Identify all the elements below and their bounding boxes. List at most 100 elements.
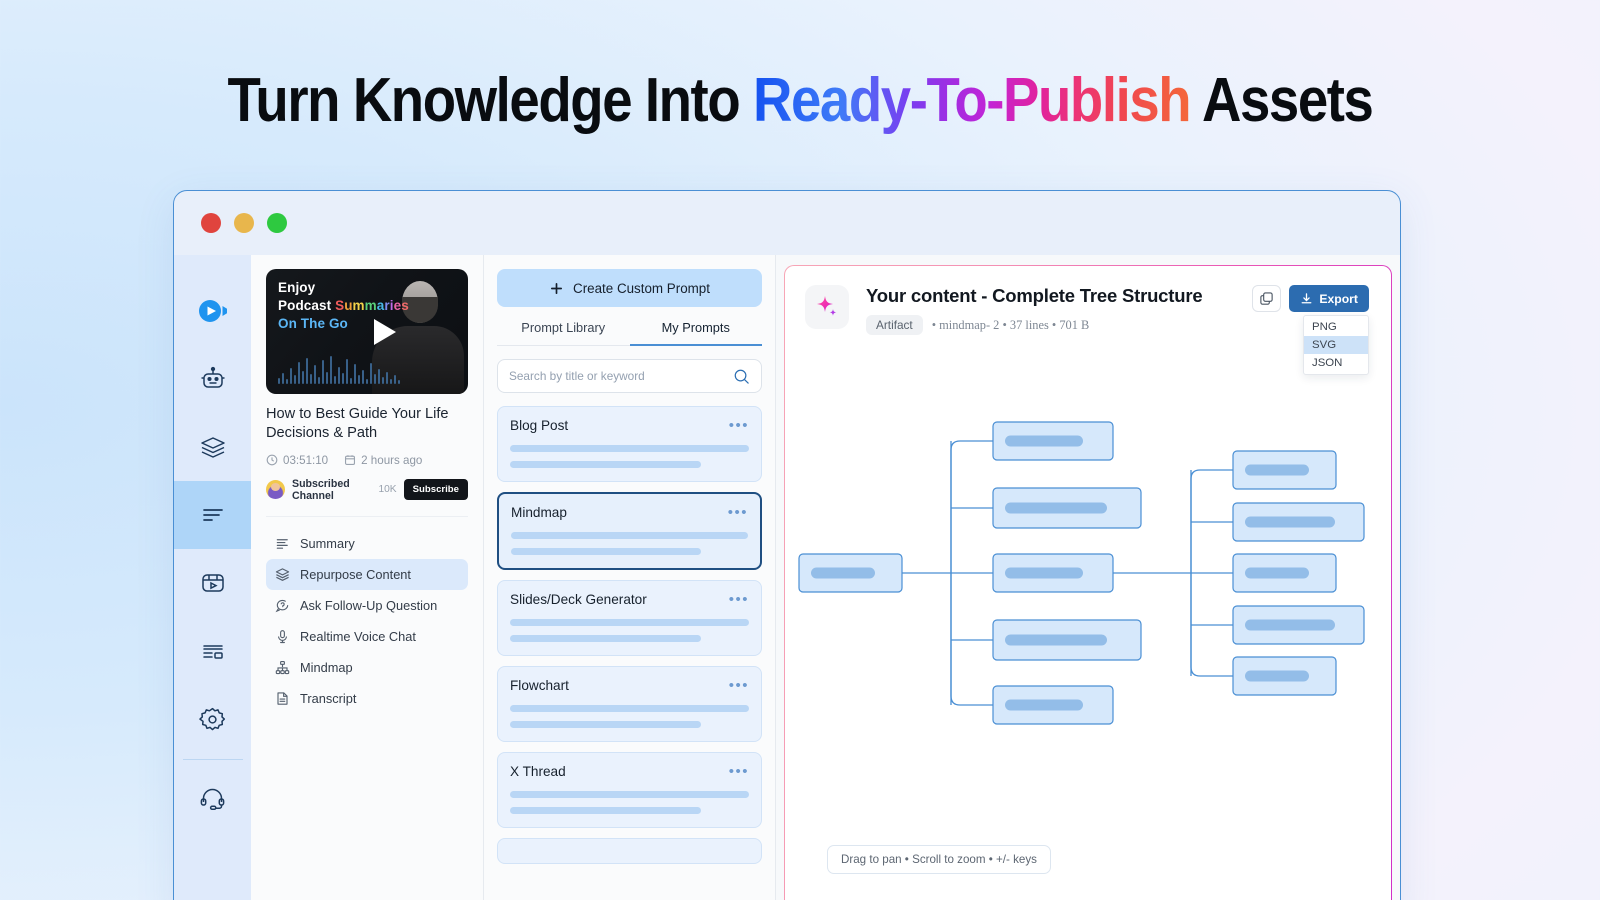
menu-item-ask-follow-up-question[interactable]: Ask Follow-Up Question: [266, 590, 468, 621]
headset-icon: [200, 788, 225, 810]
mindmap-level1-node-5[interactable]: [992, 685, 1114, 725]
video-meta: 03:51:10 2 hours ago: [266, 454, 468, 467]
search-input[interactable]: [509, 369, 733, 383]
menu-item-repurpose-content[interactable]: Repurpose Content: [266, 558, 468, 590]
thumbnail-line-3: On The Go: [278, 316, 348, 332]
export-button[interactable]: Export: [1289, 285, 1369, 312]
create-custom-prompt-button[interactable]: Create Custom Prompt: [497, 269, 762, 307]
rail-item-ai-agent[interactable]: [174, 345, 251, 413]
document-icon: [277, 691, 288, 705]
prompt-card-x-thread[interactable]: X Thread •••: [497, 752, 762, 828]
rail-item-video[interactable]: [174, 277, 251, 345]
mindmap-level1-node-4[interactable]: [992, 619, 1142, 661]
mindmap-graphic[interactable]: [785, 324, 1389, 884]
video-frame-icon: [201, 574, 224, 592]
prompt-card-menu-button[interactable]: •••: [728, 677, 749, 694]
mindmap-level2-node-3[interactable]: [1232, 553, 1337, 593]
search-icon[interactable]: [733, 368, 750, 385]
prompt-card-mindmap[interactable]: Mindmap •••: [497, 492, 762, 570]
rail-item-clips[interactable]: [174, 549, 251, 617]
channel-row: Subscribed Channel 10K Subscribe: [266, 478, 468, 502]
node-skeleton-pill: [1245, 670, 1309, 682]
mindmap-connector: [950, 440, 993, 573]
chat-question-icon: [275, 599, 289, 612]
mindmap-level2-node-5[interactable]: [1232, 656, 1337, 696]
menu-item-label: Mindmap: [300, 659, 353, 675]
prompt-card-menu-button[interactable]: •••: [728, 591, 749, 608]
export-button-label: Export: [1319, 291, 1358, 306]
tab-my-prompts[interactable]: My Prompts: [629, 320, 762, 346]
status-badge: Artifact: [866, 315, 923, 335]
skeleton-line: [510, 705, 749, 712]
tab-prompt-library[interactable]: Prompt Library: [497, 320, 630, 346]
prompt-card-blog-post[interactable]: Blog Post •••: [497, 406, 762, 482]
prompt-card-title: Flowchart: [510, 678, 569, 693]
node-skeleton-pill: [1005, 435, 1083, 447]
export-control: Export PNG SVG JSON: [1289, 285, 1369, 375]
video-thumbnail[interactable]: Enjoy Podcast Summaries On The Go: [266, 269, 468, 394]
mindmap-root-node[interactable]: [798, 553, 903, 593]
node-skeleton-pill: [1245, 516, 1335, 528]
play-icon[interactable]: [374, 319, 396, 345]
video-duration: 03:51:10: [266, 454, 328, 467]
skeleton-line: [510, 721, 702, 728]
rail-item-repurpose[interactable]: [174, 413, 251, 481]
skeleton-line: [510, 445, 749, 452]
prompt-card-flowchart[interactable]: Flowchart •••: [497, 666, 762, 742]
window-minimize-button[interactable]: [234, 213, 254, 233]
sparkle-icon: [817, 296, 837, 316]
export-option-svg[interactable]: SVG: [1304, 336, 1368, 354]
rail-item-support[interactable]: [174, 764, 251, 832]
prompt-card-slides-deck-generator[interactable]: Slides/Deck Generator •••: [497, 580, 762, 656]
window-close-button[interactable]: [201, 213, 221, 233]
menu-item-transcript[interactable]: Transcript: [266, 683, 468, 714]
skeleton-line: [511, 548, 701, 555]
prompt-card-menu-button[interactable]: •••: [727, 504, 748, 521]
window-zoom-button[interactable]: [267, 213, 287, 233]
skeleton-line: [511, 532, 748, 539]
rail-item-settings[interactable]: [174, 685, 251, 753]
export-option-json[interactable]: JSON: [1312, 357, 1343, 369]
channel-subscriber-count: 10K: [378, 484, 397, 495]
mindmap-canvas[interactable]: [785, 324, 1391, 900]
prompt-card-partial[interactable]: [497, 838, 762, 864]
node-skeleton-pill: [1245, 464, 1309, 476]
copy-button[interactable]: [1252, 285, 1282, 312]
prompts-panel: Create Custom Prompt Prompt Library My P…: [484, 255, 776, 900]
text-lines-icon: [276, 538, 288, 549]
menu-item-realtime-voice-chat[interactable]: Realtime Voice Chat: [266, 621, 468, 652]
mindmap-level2-node-1[interactable]: [1232, 450, 1337, 490]
video-title: How to Best Guide Your Life Decisions & …: [266, 406, 449, 442]
rail-divider: [182, 759, 243, 760]
mindmap-level2-node-2[interactable]: [1232, 502, 1365, 542]
menu-item-mindmap[interactable]: Mindmap: [266, 652, 468, 683]
rail-item-summary[interactable]: [174, 481, 251, 549]
mindmap-level1-node-1[interactable]: [992, 421, 1114, 461]
artifact-title: Your content - Complete Tree Structure: [866, 285, 1203, 306]
mindmap-level2-node-4[interactable]: [1232, 605, 1365, 645]
gear-icon: [199, 707, 226, 730]
layers-icon: [275, 567, 290, 581]
prompt-card-menu-button[interactable]: •••: [728, 763, 749, 780]
mindmap-level1-node-3[interactable]: [992, 553, 1114, 593]
search-box[interactable]: [497, 359, 762, 393]
subscribe-button[interactable]: Subscribe: [403, 479, 468, 500]
prompt-card-header: Mindmap •••: [511, 505, 748, 520]
prompt-card-list: Blog Post ••• Mindmap ••• Sl: [497, 406, 762, 864]
node-skeleton-pill: [1005, 634, 1107, 646]
copy-icon: [1260, 292, 1274, 305]
node-skeleton-pill: [1005, 699, 1083, 711]
export-dropdown-menu: PNG SVG JSON: [1303, 315, 1369, 375]
node-skeleton-pill: [811, 567, 875, 579]
rail-item-library[interactable]: [174, 617, 251, 685]
mindmap-level1-node-2[interactable]: [992, 487, 1142, 529]
prompt-card-title: Mindmap: [511, 505, 567, 520]
export-option-png[interactable]: PNG: [1312, 321, 1337, 333]
prompt-card-menu-button[interactable]: •••: [728, 417, 749, 434]
menu-item-summary[interactable]: Summary: [266, 528, 468, 559]
download-icon: [1301, 293, 1312, 304]
list-box-icon: [202, 645, 223, 659]
menu-item-label: Transcript: [300, 690, 357, 706]
prompt-card-header: Slides/Deck Generator •••: [510, 592, 749, 607]
artifact-header: Your content - Complete Tree Structure A…: [785, 266, 1391, 375]
